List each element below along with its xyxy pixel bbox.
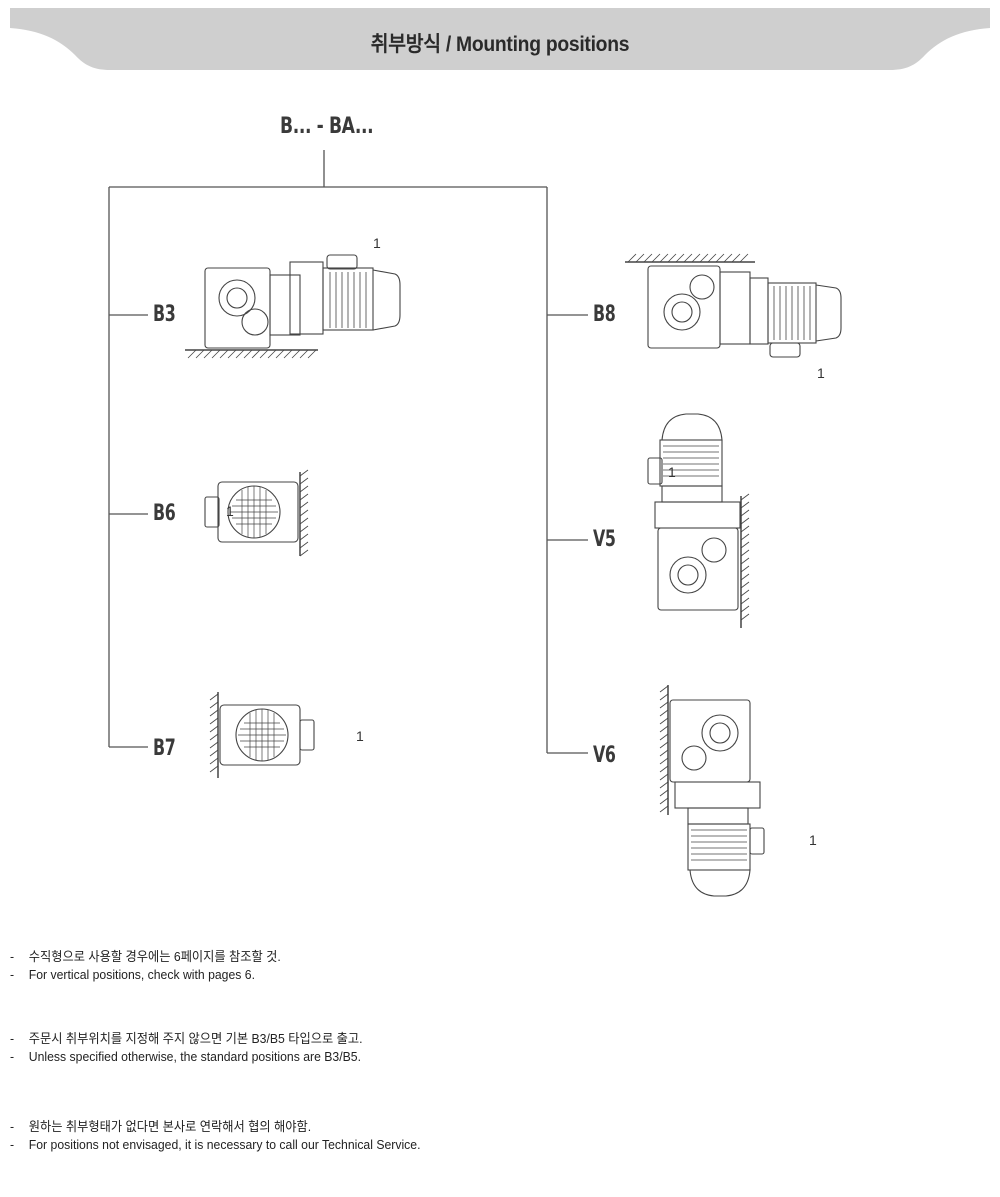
note-en: Unless specified otherwise, the standard…	[28, 1049, 361, 1064]
ref-b7: 1	[356, 728, 364, 744]
label-b7: B7	[153, 736, 176, 761]
label-b3: B3	[153, 302, 176, 327]
page-title: 취부방식 / Mounting positions	[370, 33, 630, 56]
v6-gearmotor-drawing	[659, 685, 765, 897]
bullet-dash: -	[10, 1119, 15, 1134]
header-band	[10, 8, 990, 70]
bullet-dash: -	[10, 1049, 15, 1064]
bullet-dash: -	[10, 967, 15, 982]
ref-b8: 1	[817, 365, 825, 381]
b6-gearmotor-drawing	[204, 469, 309, 557]
bullet-dash: -	[10, 949, 15, 964]
v5-gearmotor-drawing	[647, 413, 750, 628]
label-b8: B8	[593, 302, 616, 327]
note-en: For vertical positions, check with pages…	[28, 967, 255, 982]
mounting-diagram	[108, 150, 842, 897]
ref-b3: 1	[373, 235, 381, 251]
b3-gearmotor-drawing	[185, 254, 401, 359]
ref-v5: 1	[668, 464, 676, 480]
tree-title: B... - BA...	[280, 114, 374, 139]
bullet-dash: -	[10, 1031, 15, 1046]
b8-gearmotor-drawing	[625, 253, 842, 358]
note-ko: 수직형으로 사용할 경우에는 6페이지를 참조할 것.	[28, 949, 281, 964]
ref-v6: 1	[809, 832, 817, 848]
note-1: -수직형으로 사용할 경우에는 6페이지를 참조할 것. -For vertic…	[10, 948, 910, 984]
label-v6: V6	[593, 743, 616, 768]
b7-gearmotor-drawing	[209, 692, 315, 778]
label-v5: V5	[593, 527, 616, 552]
note-ko: 원하는 취부형태가 없다면 본사로 연락해서 협의 해야함.	[28, 1119, 312, 1134]
note-ko: 주문시 취부위치를 지정해 주지 않으면 기본 B3/B5 타입으로 출고.	[28, 1031, 363, 1046]
label-b6: B6	[153, 501, 176, 526]
note-2: -주문시 취부위치를 지정해 주지 않으면 기본 B3/B5 타입으로 출고. …	[10, 1030, 910, 1066]
note-3: -원하는 취부형태가 없다면 본사로 연락해서 협의 해야함. -For pos…	[10, 1118, 910, 1154]
bullet-dash: -	[10, 1137, 15, 1152]
note-en: For positions not envisaged, it is neces…	[28, 1137, 421, 1152]
ref-b6: 1	[226, 503, 234, 519]
notes: -수직형으로 사용할 경우에는 6페이지를 참조할 것. -For vertic…	[10, 948, 910, 1154]
